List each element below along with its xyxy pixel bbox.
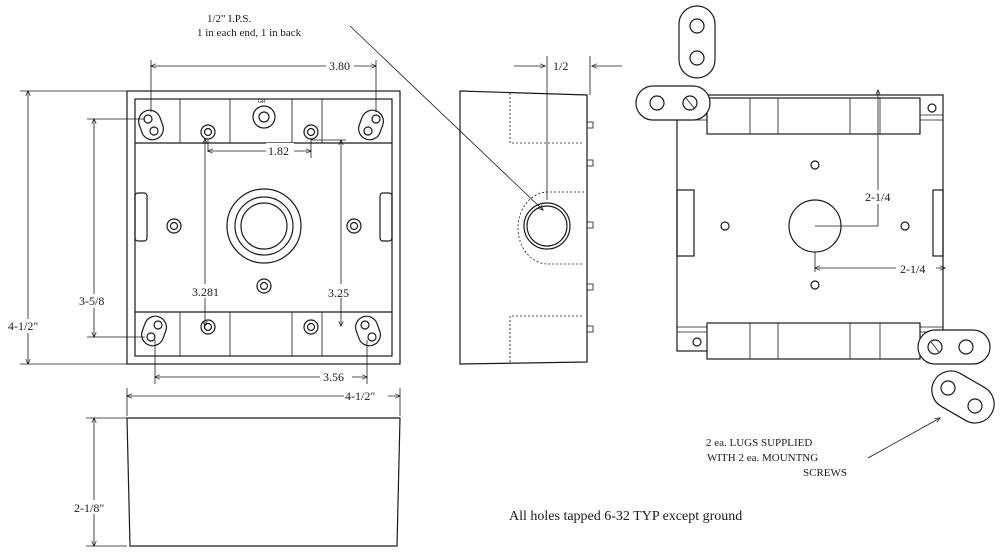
- tapped-holes-note: All holes tapped 6-32 TYP except ground: [509, 509, 742, 524]
- ground-mark: GR: [258, 99, 266, 105]
- dim-inner-hole-span: 1.82: [268, 144, 289, 158]
- front-view: GR: [126, 90, 401, 365]
- dim-center-hole-depth: 3.281: [192, 285, 219, 299]
- dim-top-hole-span: 3.80: [329, 59, 350, 73]
- dim-vertical-hole-span: 3-5/8: [79, 294, 104, 308]
- dim-bottom-hole-span: 3.56: [323, 370, 344, 384]
- loose-lugs: [678, 5, 995, 424]
- lugs-note-line2: WITH 2 ea. MOUNTNG: [707, 452, 818, 464]
- dim-overall-width: 4-1/2": [345, 389, 375, 403]
- dim-back-hub-vertical: 2-1/4: [865, 190, 890, 204]
- side-view-bottom: 4-1/2" 2-1/8": [73, 388, 401, 547]
- side-view-middle: 1/2: [459, 56, 622, 365]
- back-view: 2-1/4 2-1/4: [635, 85, 991, 365]
- front-dimensions: 3.80 1.82 4-1/2" 3-5/8 3.281 3.25 3.56: [8, 58, 376, 384]
- lugs-note-line1: 2 ea. LUGS SUPPLIED: [706, 437, 812, 449]
- lugs-note-line3: SCREWS: [803, 467, 847, 479]
- lugs-callout: 2 ea. LUGS SUPPLIED WITH 2 ea. MOUNTNG S…: [706, 418, 940, 479]
- dim-inner-vertical-span: 3.25: [328, 286, 349, 300]
- dim-back-hub-horizontal: 2-1/4: [900, 262, 925, 276]
- dim-box-depth: 2-1/8": [74, 501, 104, 515]
- dim-overall-height: 4-1/2": [8, 319, 38, 333]
- ips-note-line1: 1/2" I.P.S.: [207, 13, 251, 25]
- ips-callout: 1/2" I.P.S. 1 in each end, 1 in back: [197, 13, 543, 210]
- ips-note-line2: 1 in each end, 1 in back: [197, 27, 302, 39]
- dim-hub-offset: 1/2: [553, 59, 568, 73]
